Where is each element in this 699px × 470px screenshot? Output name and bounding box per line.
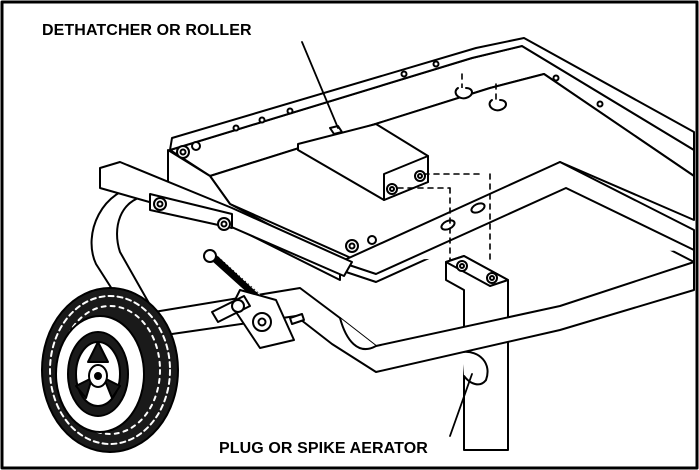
leader-line-dethatcher xyxy=(301,41,339,129)
callout-dethatcher-or-roller: DETHATCHER OR ROLLER xyxy=(42,22,252,40)
alignment-lines xyxy=(397,73,497,263)
wheel xyxy=(41,287,179,453)
main-frame xyxy=(167,37,695,283)
frame-bolts xyxy=(176,141,377,253)
handle-tube xyxy=(90,185,695,373)
dethatcher-bracket xyxy=(297,123,429,201)
leader-line-aerator xyxy=(449,373,473,437)
callout-plug-or-spike-aerator: PLUG OR SPIKE AERATOR xyxy=(219,440,428,458)
hairpin-clips xyxy=(454,87,507,112)
spring-assembly xyxy=(203,249,305,349)
aerator-bracket xyxy=(445,255,509,451)
hitch-arm xyxy=(99,161,353,277)
